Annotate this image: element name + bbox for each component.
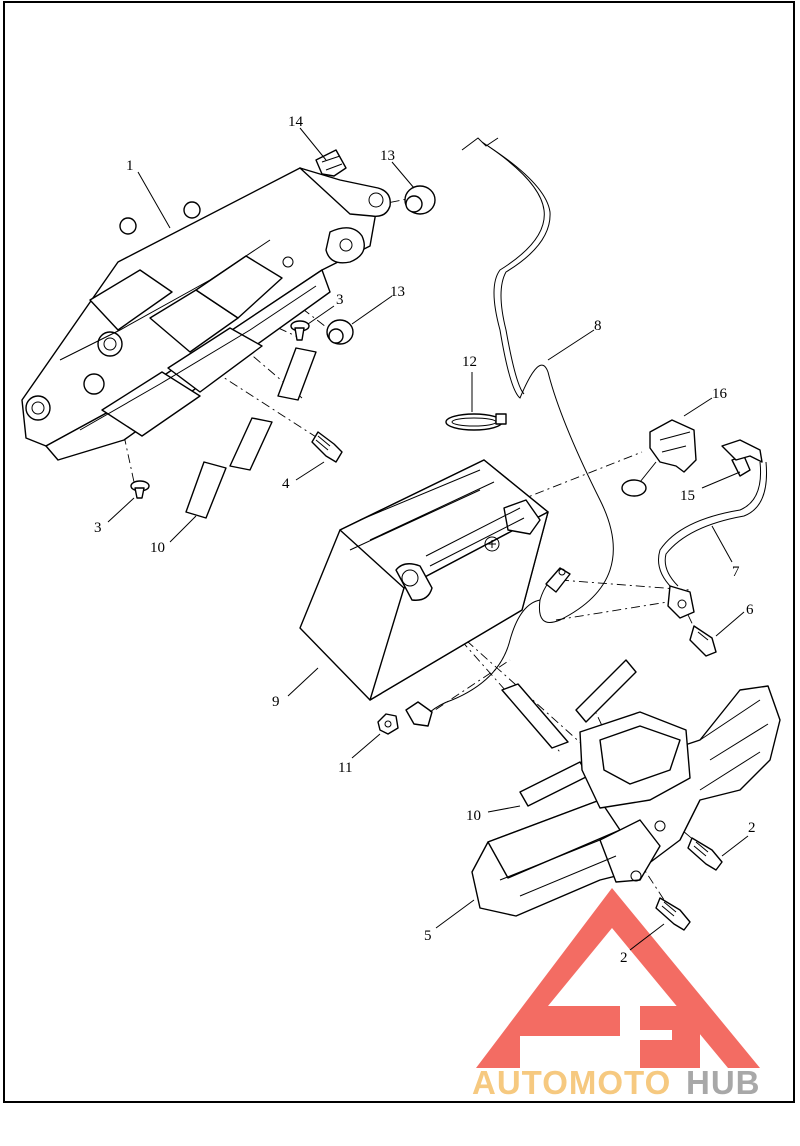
callout-16: 16 <box>712 386 728 402</box>
part-9-battery <box>299 459 549 701</box>
leader-lines <box>107 127 749 951</box>
part-4-bolt <box>311 431 343 463</box>
callout-13-lower: 13 <box>390 284 405 300</box>
callout-7: 7 <box>732 564 740 580</box>
part-2-bolt-lower <box>655 897 691 931</box>
callout-10-upper: 10 <box>150 540 165 556</box>
part-10-pads-lower <box>501 659 637 807</box>
watermark-text-hub: HUB <box>686 1064 761 1101</box>
callout-10-lower: 10 <box>466 808 481 824</box>
callout-2-lower: 2 <box>620 950 628 966</box>
part-2-bolt-upper <box>687 837 723 871</box>
callout-3-lower: 3 <box>94 520 102 536</box>
callout-11: 11 <box>338 760 352 776</box>
callout-1: 1 <box>126 158 134 174</box>
callout-15: 15 <box>680 488 695 504</box>
part-10-pads-upper <box>185 347 317 519</box>
part-1-battery-tray <box>21 167 391 461</box>
callout-2-upper: 2 <box>748 820 756 836</box>
part-5-lower-tray <box>471 685 781 917</box>
watermark-logo <box>476 888 760 1068</box>
part-8-cable <box>451 137 614 701</box>
part-11-nut <box>377 699 453 735</box>
callout-4: 4 <box>282 476 290 492</box>
watermark-text-automoto: AUTOMOTO <box>472 1064 671 1101</box>
part-7-ground-cable <box>658 439 768 619</box>
part-3-screw-upper <box>290 320 310 341</box>
callout-labels: 1 2 2 3 3 4 5 6 7 8 9 10 10 11 12 13 13 … <box>94 114 756 966</box>
callout-5: 5 <box>424 928 432 944</box>
part-6-bolt <box>689 625 717 657</box>
callout-9: 9 <box>272 694 280 710</box>
callout-13-upper: 13 <box>380 148 395 164</box>
callout-3-upper: 3 <box>336 292 344 308</box>
callout-8: 8 <box>594 318 602 334</box>
watermark-text: AUTOMOTO HUB <box>472 1064 761 1101</box>
part-16-terminal-cover <box>621 419 697 497</box>
callout-14: 14 <box>288 114 304 130</box>
part-12-cable-strap <box>445 413 507 431</box>
callout-12: 12 <box>462 354 477 370</box>
part-13-grommets <box>326 185 436 345</box>
part-3-screw-lower <box>130 480 150 499</box>
callout-6: 6 <box>746 602 754 618</box>
